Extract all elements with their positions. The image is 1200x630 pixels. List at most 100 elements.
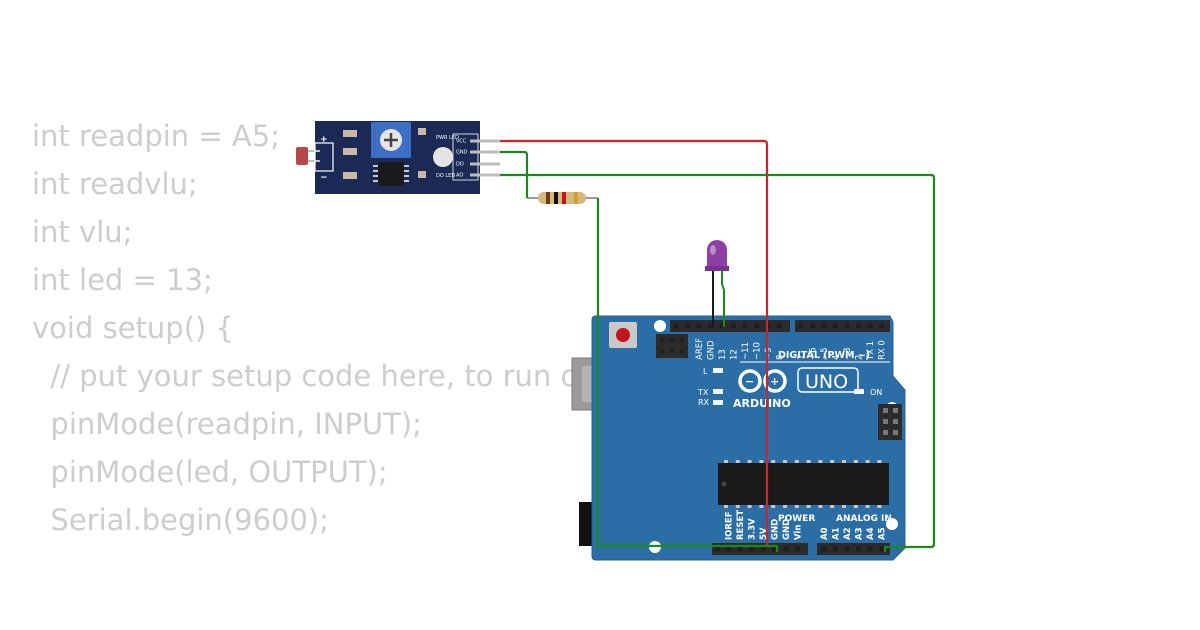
header-pin[interactable]	[673, 323, 679, 329]
header-pin[interactable]	[742, 323, 748, 329]
analog-label: ANALOG IN	[836, 514, 892, 524]
sensor-indicator-led	[433, 147, 453, 167]
header-pin[interactable]	[783, 546, 789, 552]
code-line: pinMode(led, OUTPUT);	[32, 455, 388, 489]
header-pin[interactable]	[844, 546, 850, 552]
digital-pin-label: ~10	[753, 342, 763, 360]
power-pin-label: GND	[771, 519, 781, 540]
analog-header[interactable]	[817, 543, 890, 555]
analog-pin-label: A2	[843, 527, 853, 540]
analog-pin-label: A1	[832, 527, 842, 540]
terminal-minus: −	[320, 173, 328, 183]
wire-resistor-gnd[interactable]	[596, 198, 779, 552]
header-pin[interactable]	[879, 546, 884, 552]
wire-ao-a5[interactable]	[500, 173, 936, 552]
header-pin[interactable]	[696, 323, 702, 329]
smd-components	[343, 128, 426, 179]
analog-pin-label: A5	[878, 527, 888, 540]
header-pin[interactable]	[833, 323, 838, 329]
header-pin[interactable]	[749, 546, 754, 552]
mount-hole	[654, 320, 666, 332]
header-pin[interactable]	[867, 323, 873, 329]
header-pin[interactable]	[731, 323, 736, 329]
power-header[interactable]	[712, 543, 808, 555]
resistor[interactable]	[527, 192, 598, 204]
icsp-header-right	[878, 404, 902, 440]
code-editor: int readpin = A5; int readvlu; int vlu; …	[32, 114, 640, 546]
led-anode	[721, 271, 725, 327]
header-pin[interactable]	[714, 546, 720, 552]
digital-pin-label: RX 0	[878, 340, 888, 360]
digital-pin-label: AREF	[695, 338, 705, 360]
code-line: int readpin = A5;	[32, 119, 280, 153]
power-pin-label: 5V	[759, 527, 769, 540]
header-pin[interactable]	[810, 323, 815, 329]
power-pin-label: RESET	[736, 510, 746, 540]
led-component[interactable]	[705, 240, 729, 327]
digital-pin-label: ~11	[741, 342, 751, 360]
header-pin[interactable]	[726, 546, 731, 552]
power-led	[854, 389, 864, 394]
atmega-chip	[718, 463, 889, 505]
logo-minus: −	[745, 375, 754, 388]
led-rx	[713, 400, 723, 405]
header-pin[interactable]	[708, 323, 713, 329]
digital-pin-label: ~3	[843, 347, 853, 360]
wires[interactable]	[500, 139, 936, 552]
digital-pin-label: 2	[855, 355, 865, 360]
logo-plus: +	[770, 375, 779, 388]
ldr-icon	[296, 147, 308, 165]
digital-pin-label: 8	[776, 355, 786, 360]
digital-pin-label: 4	[832, 355, 842, 360]
digital-pin-label: GND	[707, 340, 717, 360]
code-line: void setup() {	[32, 311, 234, 345]
digital-pin-label: 13	[718, 349, 728, 360]
wire-gnd-resistor[interactable]	[500, 150, 529, 198]
header-pin[interactable]	[833, 546, 838, 552]
pwr-led-label: PWR LED	[436, 135, 459, 141]
header-pin[interactable]	[879, 323, 884, 329]
header-pin[interactable]	[754, 323, 759, 329]
header-pin[interactable]	[844, 323, 850, 329]
led-rx-label: RX	[698, 398, 710, 407]
power-pin-label: Vin	[794, 525, 804, 540]
digital-pin-label: ~6	[809, 347, 819, 360]
header-pin[interactable]	[798, 323, 804, 329]
header-pin[interactable]	[772, 546, 777, 552]
analog-pin-label: A0	[820, 527, 830, 540]
digital-pin-label: 7	[797, 355, 807, 360]
code-line: int vlu;	[32, 215, 133, 249]
digital-pin-label: 12	[730, 349, 740, 360]
header-pin[interactable]	[719, 323, 725, 329]
digital-header[interactable]	[670, 320, 890, 332]
header-pin[interactable]	[685, 323, 690, 329]
sensor-pin-box	[452, 133, 479, 181]
code-line: pinMode(readpin, INPUT);	[32, 407, 422, 441]
code-line: int readvlu;	[32, 167, 198, 201]
header-pin[interactable]	[737, 546, 743, 552]
header-pin[interactable]	[777, 323, 782, 329]
analog-pin-label: A3	[855, 527, 865, 540]
wire-vcc-5v[interactable]	[500, 139, 769, 545]
header-pin[interactable]	[795, 546, 800, 552]
sensor-pin-label: GND	[456, 150, 468, 156]
code-line: int led = 13;	[32, 263, 213, 297]
header-pin[interactable]	[821, 323, 827, 329]
chip-notch	[721, 481, 727, 487]
led-l	[713, 368, 723, 373]
code-line: Serial.begin(9600);	[32, 503, 330, 537]
power-label: POWER	[778, 514, 815, 524]
model-label: UNO	[805, 371, 848, 393]
uno-badge	[797, 367, 859, 393]
power-pin-label: IOREF	[725, 511, 735, 540]
led-l-label: L	[703, 367, 708, 376]
header-pin[interactable]	[856, 546, 861, 552]
header-pin[interactable]	[821, 546, 827, 552]
header-pin[interactable]	[760, 546, 766, 552]
analog-pin-label: A4	[866, 527, 876, 540]
header-pin[interactable]	[867, 546, 873, 552]
reset-button-cap[interactable]	[616, 328, 630, 342]
header-pin[interactable]	[856, 323, 861, 329]
